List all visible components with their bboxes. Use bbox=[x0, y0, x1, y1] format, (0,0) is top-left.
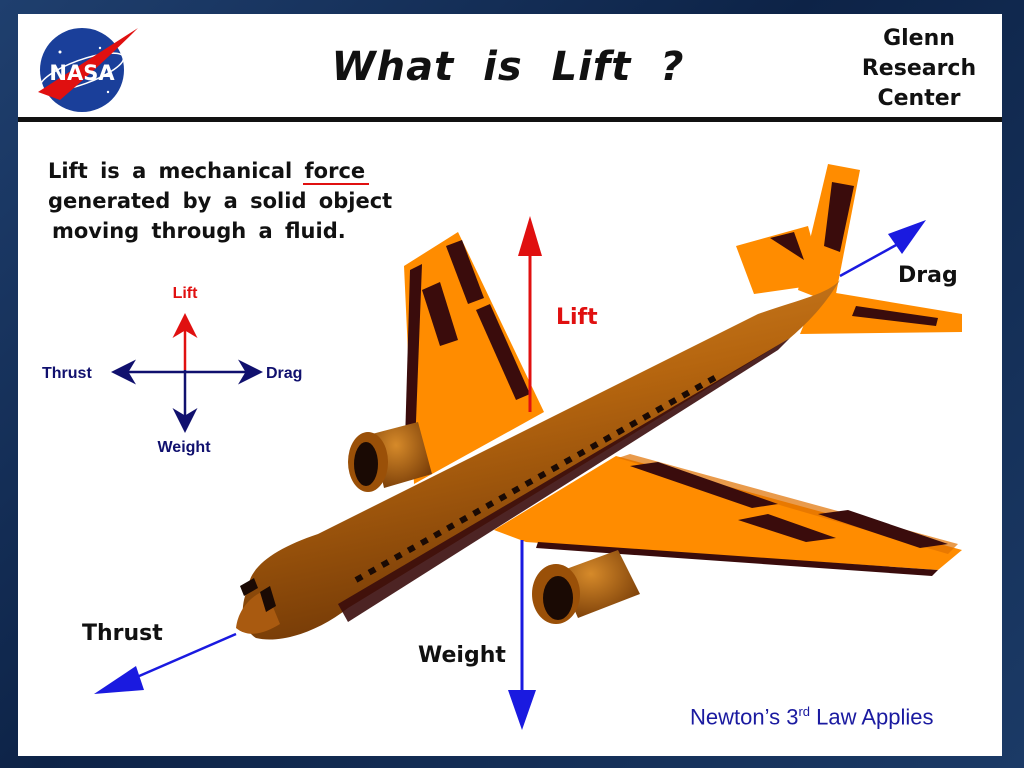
small-force-diagram: Lift Thrust Drag Weight bbox=[42, 285, 302, 456]
airplane-illustration bbox=[236, 164, 962, 640]
footer-superscript: rd bbox=[798, 704, 810, 719]
header-divider bbox=[18, 117, 1002, 122]
definition-line-1: Lift is a mechanical force bbox=[48, 156, 428, 186]
svg-text:NASA: NASA bbox=[49, 61, 115, 85]
definition-text-part: Lift is a mechanical bbox=[48, 159, 293, 183]
small-lift-label: Lift bbox=[173, 285, 199, 302]
stabilizer-stripe bbox=[852, 306, 938, 326]
wing-stripe bbox=[422, 282, 458, 346]
fuselage-stripe bbox=[338, 338, 790, 622]
small-drag-label: Drag bbox=[266, 365, 302, 382]
engine-lower bbox=[532, 550, 640, 624]
wing-stripe bbox=[446, 240, 484, 304]
wing-stripe bbox=[738, 514, 836, 542]
passenger-windows bbox=[354, 373, 720, 583]
drag-arrowhead bbox=[888, 220, 926, 254]
force-keyword: force bbox=[304, 159, 366, 183]
definition-line-2: generated by a solid object bbox=[48, 189, 393, 213]
wing-stripe bbox=[818, 510, 948, 548]
slide: NASA What is Lift ? Glenn Research Cente… bbox=[18, 14, 1002, 756]
engine-upper bbox=[348, 422, 432, 492]
thrust-arrowhead bbox=[94, 666, 144, 694]
footer-note: Newton’s 3rd Law Applies bbox=[690, 704, 934, 730]
weight-arrowhead bbox=[508, 690, 536, 730]
wing-stripe bbox=[476, 304, 530, 400]
cockpit-window bbox=[260, 586, 276, 612]
center-name-line: Center bbox=[877, 86, 961, 111]
center-name-line: Glenn bbox=[883, 26, 955, 51]
drag-vector bbox=[839, 242, 899, 278]
lift-label: Lift bbox=[556, 305, 598, 330]
drag-label: Drag bbox=[898, 263, 958, 288]
thrust-label: Thrust bbox=[82, 621, 163, 646]
center-name-line: Research bbox=[861, 56, 977, 81]
header: NASA What is Lift ? Glenn Research Cente… bbox=[18, 14, 1002, 118]
weight-label: Weight bbox=[418, 643, 506, 668]
definition-line-3: moving through a fluid. bbox=[52, 219, 346, 243]
page-title: What is Lift ? bbox=[331, 44, 685, 90]
cockpit-window bbox=[240, 578, 258, 596]
nasa-logo-icon: NASA bbox=[38, 28, 138, 112]
tail-stripe bbox=[824, 182, 854, 252]
center-name: Glenn Research Center bbox=[854, 24, 984, 114]
footer-text: Newton’s 3 bbox=[690, 704, 799, 730]
lift-arrowhead bbox=[518, 216, 542, 256]
wing-stripe bbox=[630, 462, 778, 508]
wing-lower bbox=[494, 456, 962, 570]
wing-trailing-edge bbox=[536, 542, 938, 576]
small-weight-label: Weight bbox=[157, 439, 211, 456]
thrust-vector bbox=[129, 632, 237, 682]
lift-diagram: Lift Thrust Drag Weight bbox=[42, 164, 962, 730]
footer-text: Law Applies bbox=[810, 704, 934, 730]
small-thrust-label: Thrust bbox=[42, 365, 92, 382]
force-vectors bbox=[94, 216, 926, 730]
stabilizer-stripe bbox=[770, 232, 804, 260]
definition-text: Lift is a mechanical force generated by … bbox=[48, 156, 428, 246]
wing-edge bbox=[404, 264, 422, 476]
fuselage bbox=[242, 280, 840, 640]
